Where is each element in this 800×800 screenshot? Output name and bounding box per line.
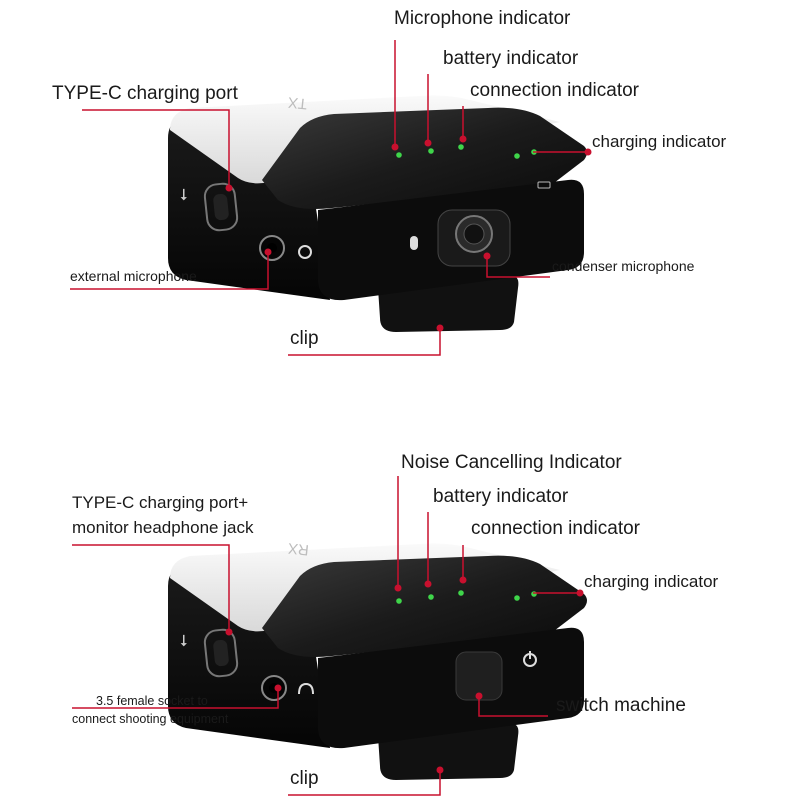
- tx-device: ⭠: [168, 95, 587, 332]
- rx-led-charge-2: [531, 591, 537, 597]
- tx-label-microphone-indicator: Microphone indicator: [394, 8, 571, 29]
- tx-callouts: [70, 40, 588, 356]
- tx-device-label: TX: [287, 93, 308, 113]
- tx-label-clip: clip: [290, 328, 319, 349]
- rx-led-battery: [428, 594, 434, 600]
- rx-label-socket-line2: connect shooting equipment: [72, 712, 229, 726]
- tx-led-mic: [396, 152, 402, 158]
- tx-label-charging-indicator: charging indicator: [592, 132, 727, 151]
- tx-label-external-microphone: external microphone: [70, 268, 197, 284]
- rx-label-socket-line1: 3.5 female socket to: [96, 694, 208, 708]
- rx-usb-icon: ⭠: [173, 634, 192, 647]
- rx-device: ⭠: [168, 543, 587, 780]
- rx-led-connection: [458, 590, 464, 596]
- rx-typec-port: [203, 628, 239, 678]
- rx-front-face: [318, 627, 584, 749]
- rx-led-noise: [396, 598, 402, 604]
- tx-callout-dots: [225, 135, 592, 332]
- rx-callouts: [72, 476, 580, 796]
- rx-label-noise-cancelling-indicator: Noise Cancelling Indicator: [401, 452, 622, 473]
- rx-led-charge-1: [514, 595, 520, 601]
- tx-led-battery: [428, 148, 434, 154]
- rx-top-panel: [262, 555, 587, 657]
- tx-mic-jack-icon: [298, 245, 312, 259]
- rx-label-battery-indicator: battery indicator: [433, 486, 569, 507]
- rx-label-switch: switch machine: [556, 695, 686, 716]
- tx-top-panel: [262, 107, 587, 209]
- rx-label-clip: clip: [290, 768, 319, 789]
- tx-usb-icon: ⭠: [173, 188, 192, 201]
- rx-label-connection-indicator: connection indicator: [471, 518, 640, 539]
- tx-label-typec-port: TYPE-C charging port: [52, 83, 238, 104]
- rx-device-label: RX: [287, 539, 310, 559]
- rx-label-charging-indicator: charging indicator: [584, 572, 719, 591]
- tx-led-connection: [458, 144, 464, 150]
- tx-label-battery-indicator: battery indicator: [443, 48, 579, 69]
- rx-label-typec-line2: monitor headphone jack: [72, 518, 254, 537]
- rx-headphone-icon: [298, 682, 314, 695]
- tx-led-charge-1: [514, 153, 520, 159]
- tx-battery-glyph: [537, 181, 551, 189]
- tx-typec-port: [203, 182, 239, 232]
- tx-mic-icon: [410, 236, 418, 250]
- rx-callout-dots: [225, 576, 584, 774]
- tx-label-connection-indicator: connection indicator: [470, 80, 639, 101]
- tx-label-condenser-microphone: condenser microphone: [552, 258, 695, 274]
- rx-label-typec-line1: TYPE-C charging port+: [72, 493, 249, 512]
